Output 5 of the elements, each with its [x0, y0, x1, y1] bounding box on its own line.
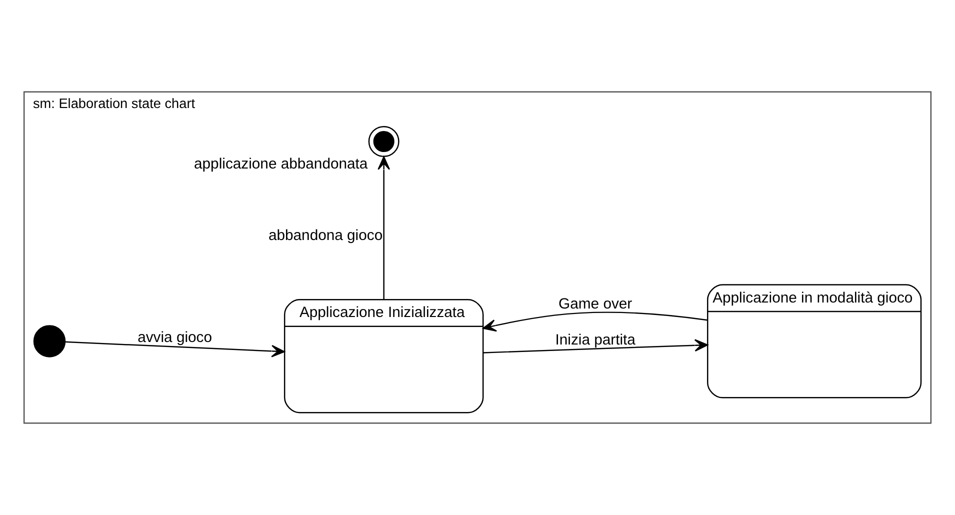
edge-label: Game over — [558, 296, 632, 312]
edge-label: abbandona gioco — [268, 228, 383, 244]
edge-label: avvia gioco — [138, 330, 212, 346]
edge-label: Inizia partita — [555, 332, 636, 348]
node-label: applicazione abbandonata — [194, 156, 368, 172]
